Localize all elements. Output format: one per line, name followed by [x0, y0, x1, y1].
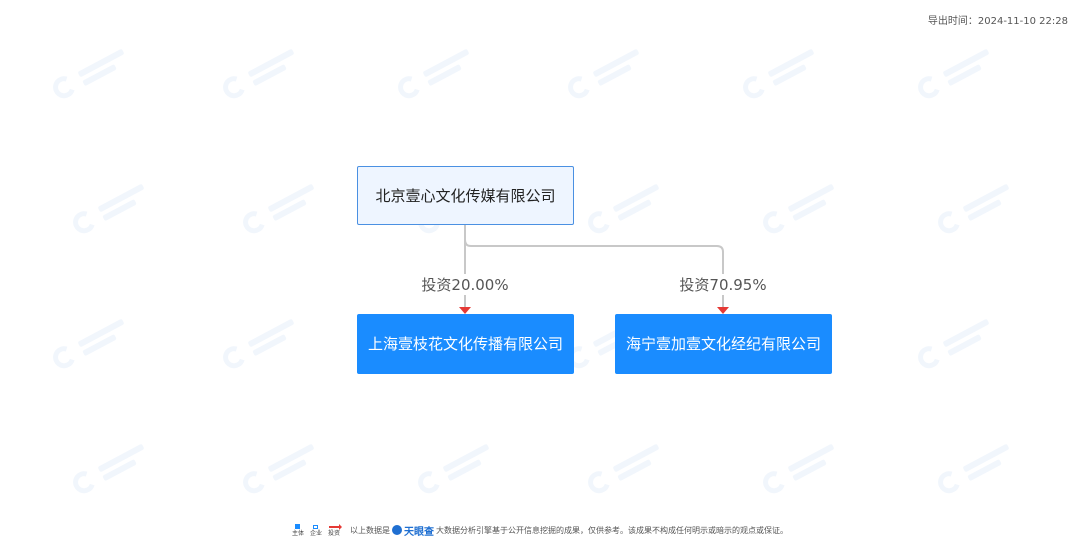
company-node-root[interactable]: 北京壹心文化传媒有限公司	[357, 166, 574, 225]
company-name-child-0: 上海壹枝花文化传播有限公司	[367, 334, 563, 353]
arrow-head-child-0	[459, 307, 471, 314]
legend-item-investment: 投资	[328, 523, 342, 537]
square-icon	[295, 524, 301, 529]
company-node-child-0[interactable]: 上海壹枝花文化传播有限公司	[357, 314, 574, 374]
legend-label-company: 企业	[309, 530, 322, 537]
arrow-head-child-1	[717, 307, 729, 314]
red-arrow-icon	[329, 523, 342, 530]
footer-prefix: 以上数据是	[350, 525, 391, 535]
brand-icon	[392, 525, 403, 535]
export-time-value: 2024-11-10 22:28	[977, 16, 1068, 27]
footer: 主体 企业 投资 以上数据是 天眼查 大数据分析引擎基于公开信息挖掘的成果，仅供…	[0, 520, 1080, 540]
company-name-child-1: 海宁壹加壹文化经纪有限公司	[625, 334, 821, 353]
brand-logo: 天眼查	[392, 523, 434, 538]
export-time-label: 导出时间：	[927, 16, 978, 27]
brand-name: 天眼查	[404, 526, 435, 538]
legend-item-entity: 主体	[292, 523, 304, 537]
footer-disclaimer: 大数据分析引擎基于公开信息挖掘的成果，仅供参考。该成果不构成任何明示或暗示的观点…	[436, 525, 789, 535]
outline-square-icon	[313, 524, 319, 529]
legend-item-company: 企业	[310, 523, 322, 537]
investment-label-child-0: 投资20.00%	[419, 274, 511, 295]
legend-label-investment: 投资	[328, 530, 341, 537]
company-name-root: 北京壹心文化传媒有限公司	[375, 187, 556, 205]
connector-root-to-child-1	[464, 239, 724, 307]
company-node-child-1[interactable]: 海宁壹加壹文化经纪有限公司	[615, 314, 832, 374]
legend-label-entity: 主体	[291, 530, 304, 537]
export-time: 导出时间：2024-11-10 22:28	[928, 12, 1068, 27]
legend: 主体 企业 投资	[292, 523, 342, 537]
investment-label-child-1: 投资70.95%	[677, 274, 769, 295]
